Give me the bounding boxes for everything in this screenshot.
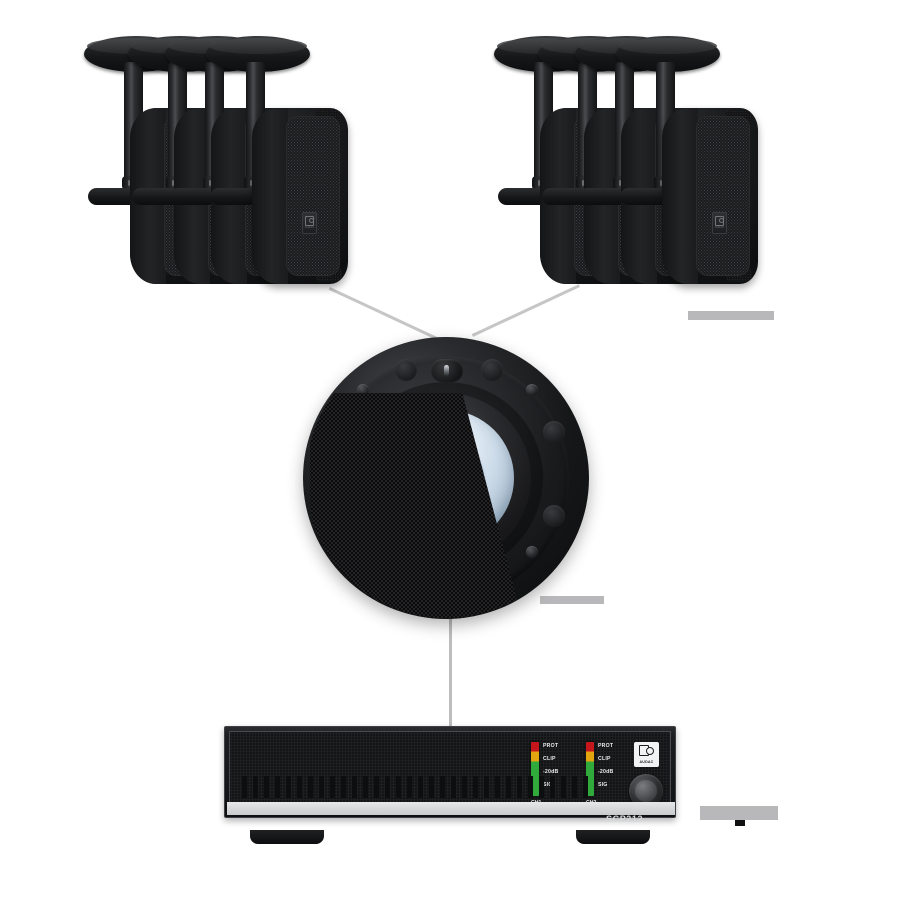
amplifier-foot-left (250, 830, 324, 844)
bezel-dimple (543, 505, 565, 527)
speaker-grille (286, 116, 340, 276)
led-label-clip: CLIP (598, 756, 611, 762)
audac-mark (639, 745, 654, 759)
speaker-cabinet: AUDAC (252, 108, 348, 284)
led-label-prot: PROT (598, 743, 614, 749)
amplifier-foot-right (576, 830, 650, 844)
wire-ceiling-to-amplifier (449, 616, 452, 738)
bezel-screw (526, 546, 538, 558)
speaker-unit-front[interactable]: AUDAC (200, 36, 350, 296)
ceiling-mount-plate (206, 36, 310, 72)
bezel-screw (526, 384, 538, 396)
audac-badge: AUDAC (302, 212, 317, 234)
tweeter-pod (431, 359, 463, 382)
audac-badge: AUDAC (712, 212, 727, 234)
render-artifact (540, 596, 604, 604)
render-artifact (735, 820, 745, 826)
led-label-sig: SIG (598, 782, 608, 788)
led-label-prot: PROT (543, 743, 559, 749)
audac-mark-circle (646, 747, 654, 755)
amplifier[interactable]: PROT CLIP -20dB SIG CH1 PROT CLIP -20dB … (224, 726, 676, 844)
speaker-grille (696, 116, 750, 276)
led-label-clip: CLIP (543, 756, 556, 762)
cabinet-side (252, 108, 288, 284)
led-bar-ch1 (531, 742, 539, 796)
audac-logo-text: AUDAC (639, 760, 654, 764)
amplifier-bottom-strip (227, 802, 675, 815)
amplifier-chassis: PROT CLIP -20dB SIG CH1 PROT CLIP -20dB … (224, 726, 676, 824)
speaker-cabinet: AUDAC (662, 108, 758, 284)
audac-logo-icon (305, 216, 314, 227)
bezel-dimple (543, 421, 565, 443)
amplifier-model-label: SCP212 (606, 814, 644, 824)
led-label-minus20db: -20dB (543, 769, 559, 775)
audac-logo-icon (715, 216, 724, 227)
led-bar-ch2 (586, 742, 594, 796)
audac-badge-text: AUDAC (714, 226, 725, 230)
ceiling-mount-plate (616, 36, 720, 72)
render-artifact (688, 311, 774, 320)
render-artifact (700, 806, 778, 820)
ceiling-speaker[interactable] (303, 337, 589, 619)
audac-badge-text: AUDAC (304, 226, 315, 230)
bezel-dimple (395, 359, 417, 381)
amplifier-front-panel: PROT CLIP -20dB SIG CH1 PROT CLIP -20dB … (229, 731, 671, 824)
bezel-dimple (481, 359, 503, 381)
cabinet-side (662, 108, 698, 284)
ventilation-slots (242, 776, 594, 798)
speaker-unit-front[interactable]: AUDAC (610, 36, 760, 296)
audac-logo-icon: AUDAC (634, 742, 659, 767)
led-label-minus20db: -20dB (598, 769, 614, 775)
